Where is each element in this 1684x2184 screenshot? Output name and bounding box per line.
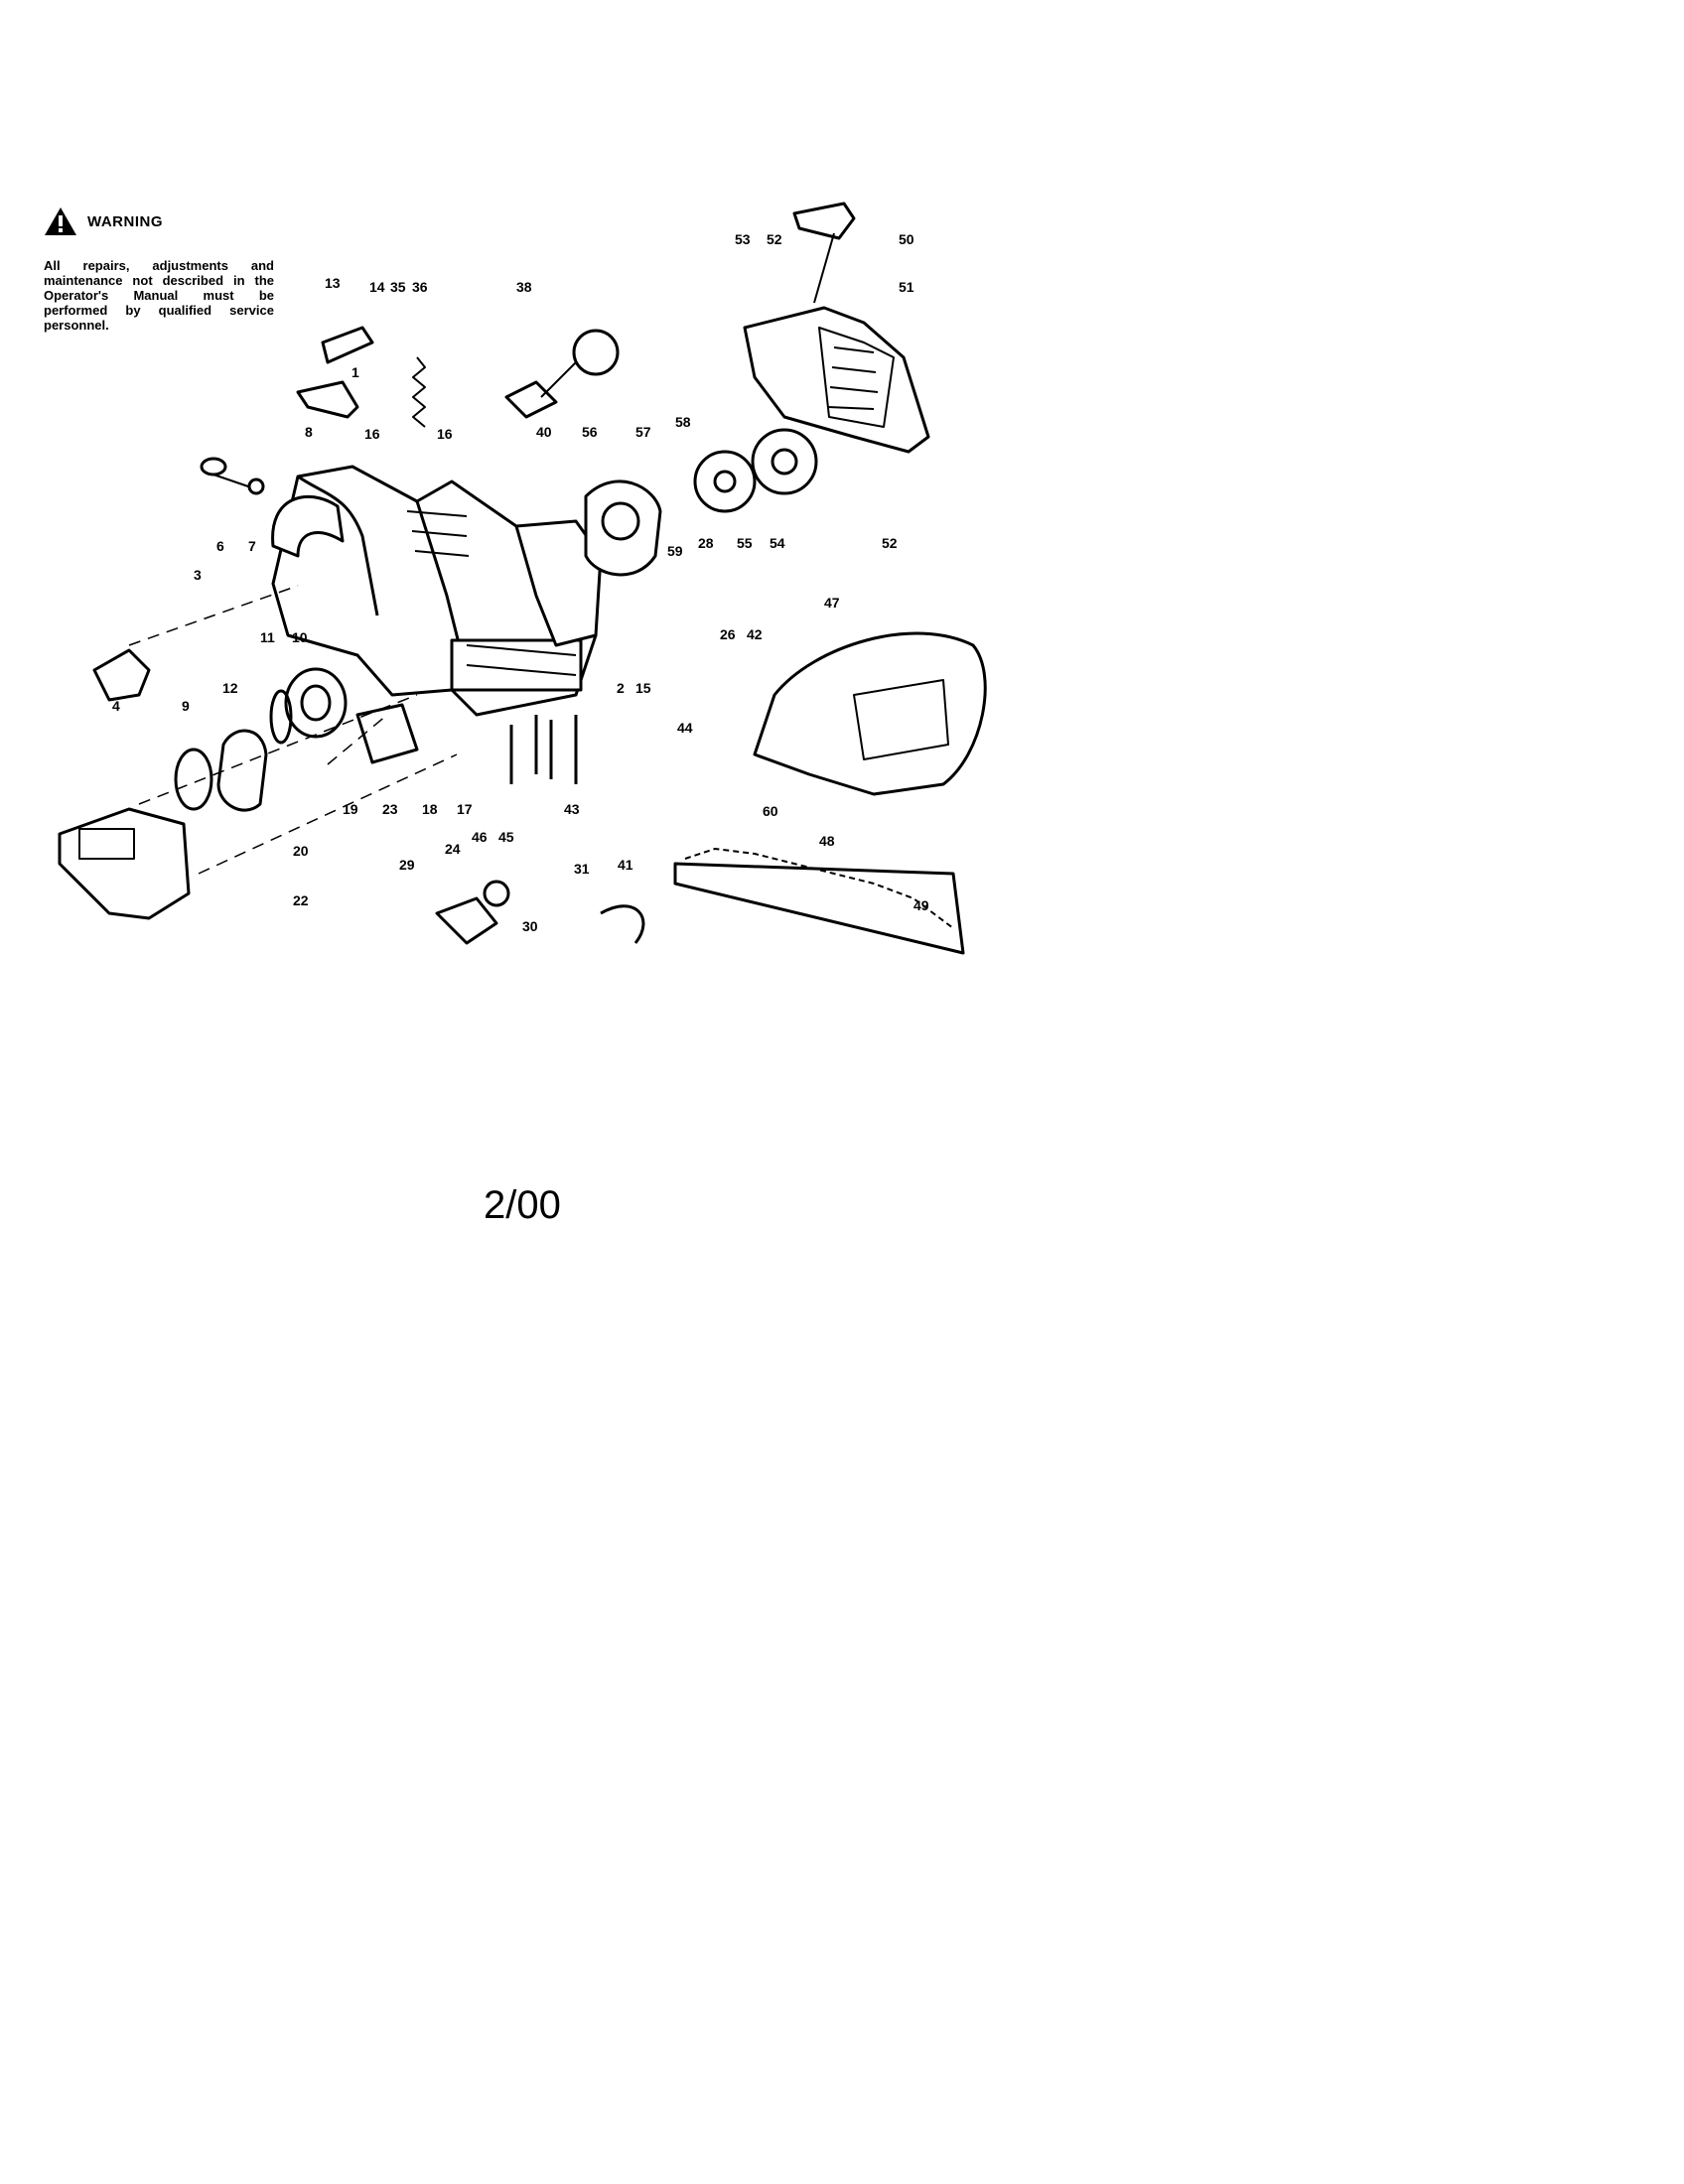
part-label: 55 xyxy=(737,535,753,551)
part-label: 58 xyxy=(675,414,691,430)
part-label: 9 xyxy=(182,698,190,714)
part-label: 16 xyxy=(364,426,380,442)
part-label: 59 xyxy=(667,543,683,559)
part-label: 14 xyxy=(369,279,385,295)
part-label: 18 xyxy=(422,801,438,817)
part-label: 29 xyxy=(399,857,415,873)
part-label: 31 xyxy=(574,861,590,877)
part-labels: 13 14 35 36 38 53 52 50 51 1 8 16 16 6 7… xyxy=(112,231,929,934)
part-label: 28 xyxy=(698,535,714,551)
part-label: 35 xyxy=(390,279,406,295)
warning-notice: WARNING All repairs, adjustments and mai… xyxy=(44,206,274,333)
part-label: 49 xyxy=(913,897,929,913)
part-label: 44 xyxy=(677,720,693,736)
part-label: 36 xyxy=(412,279,428,295)
part-label: 24 xyxy=(445,841,461,857)
part-label: 23 xyxy=(382,801,398,817)
revision-date: 2/00 xyxy=(484,1183,561,1227)
part-label: 8 xyxy=(305,424,313,440)
part-label: 26 xyxy=(720,626,736,642)
part-label: 46 xyxy=(472,829,488,845)
parts-drawing xyxy=(58,202,987,955)
part-label: 7 xyxy=(248,538,256,554)
part-label: 15 xyxy=(635,680,651,696)
part-label: 3 xyxy=(194,567,202,583)
part-label: 20 xyxy=(293,843,309,859)
warning-text: All repairs, adjustments and maintenance… xyxy=(44,258,274,333)
part-label: 2 xyxy=(617,680,625,696)
part-label: 10 xyxy=(292,629,308,645)
part-label: 56 xyxy=(582,424,598,440)
part-label: 57 xyxy=(635,424,651,440)
warning-title: WARNING xyxy=(87,212,163,230)
part-label: 43 xyxy=(564,801,580,817)
part-label: 22 xyxy=(293,892,309,908)
part-label: 60 xyxy=(763,803,778,819)
part-label: 42 xyxy=(747,626,763,642)
part-label: 41 xyxy=(618,857,633,873)
part-label: 17 xyxy=(457,801,473,817)
part-label: 51 xyxy=(899,279,914,295)
part-label: 30 xyxy=(522,918,538,934)
part-label: 50 xyxy=(899,231,914,247)
part-label: 4 xyxy=(112,698,120,714)
part-label: 6 xyxy=(216,538,224,554)
part-label: 40 xyxy=(536,424,552,440)
part-label: 1 xyxy=(351,364,359,380)
part-label: 38 xyxy=(516,279,532,295)
part-label: 11 xyxy=(260,629,275,645)
part-label: 47 xyxy=(824,595,840,611)
part-label: 52 xyxy=(882,535,898,551)
part-label: 45 xyxy=(498,829,514,845)
part-label: 54 xyxy=(770,535,785,551)
part-label: 48 xyxy=(819,833,835,849)
warning-triangle-icon xyxy=(45,207,76,235)
part-label: 53 xyxy=(735,231,751,247)
part-label: 52 xyxy=(767,231,782,247)
part-label: 13 xyxy=(325,275,341,291)
part-label: 12 xyxy=(222,680,238,696)
part-label: 19 xyxy=(343,801,358,817)
part-label: 16 xyxy=(437,426,453,442)
